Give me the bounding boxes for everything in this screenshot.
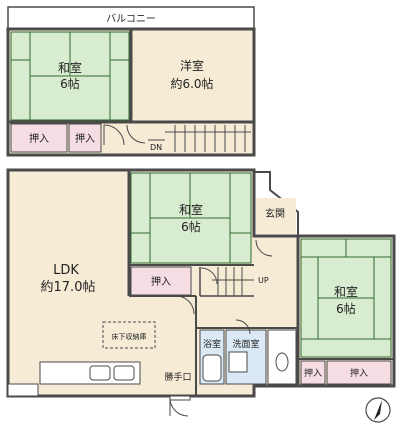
oshiire-right-1-label: 押入 [304, 367, 322, 379]
oshiire-upper-2 [68, 123, 102, 153]
upper-stairs: DN [148, 125, 251, 152]
upper-youshitsu: 洋室 約6.0帖 [133, 32, 251, 120]
ldk-name: LDK [53, 263, 79, 278]
underfloor-storage-label: 床下収納庫 [112, 332, 147, 341]
genkan-label: 玄関 [265, 207, 285, 220]
stair-up-label: UP [258, 276, 269, 285]
ldk-size: 約17.0帖 [41, 280, 96, 295]
right-washitsu-name: 和室 [334, 284, 358, 299]
lower-floor: 和室 6帖 押入 UP 玄関 [6, 168, 396, 417]
upper-washitsu: 和室 6帖 [10, 31, 130, 121]
right-washitsu: 和室 6帖 [300, 238, 392, 358]
oshiire-right-2 [326, 360, 392, 385]
oshiire-upper-1 [10, 123, 68, 153]
oshiire-upper-2-label: 押入 [75, 132, 95, 145]
center-washitsu: 和室 6帖 [130, 172, 252, 264]
oshiire-right-2-label: 押入 [350, 367, 368, 379]
right-washitsu-size: 6帖 [336, 301, 356, 316]
upper-washitsu-size: 6帖 [60, 76, 80, 91]
youshitsu-name: 洋室 [180, 58, 204, 73]
balcony-label: バルコニー [106, 13, 156, 25]
washroom-label: 洗面室 [232, 338, 259, 350]
oshiire-center [130, 266, 192, 296]
oshiire-right-1 [300, 360, 326, 385]
center-washitsu-name: 和室 [179, 202, 203, 217]
compass-icon [365, 397, 391, 423]
bath-label: 浴室 [203, 338, 221, 350]
underfloor-storage [102, 321, 156, 349]
oshiire-upper-1-label: 押入 [29, 132, 49, 145]
youshitsu-size: 約6.0帖 [170, 76, 213, 91]
upper-washitsu-name: 和室 [58, 60, 82, 75]
upper-floor: バルコニー 和室 6帖 洋室 約6.0帖 押入 押入 [6, 6, 256, 157]
oshiire-center-label: 押入 [151, 275, 171, 288]
center-washitsu-size: 6帖 [181, 219, 201, 234]
stair-dn-label: DN [150, 143, 162, 152]
lower-stairs: UP [199, 267, 269, 297]
back-door-label: 勝手口 [164, 371, 191, 383]
